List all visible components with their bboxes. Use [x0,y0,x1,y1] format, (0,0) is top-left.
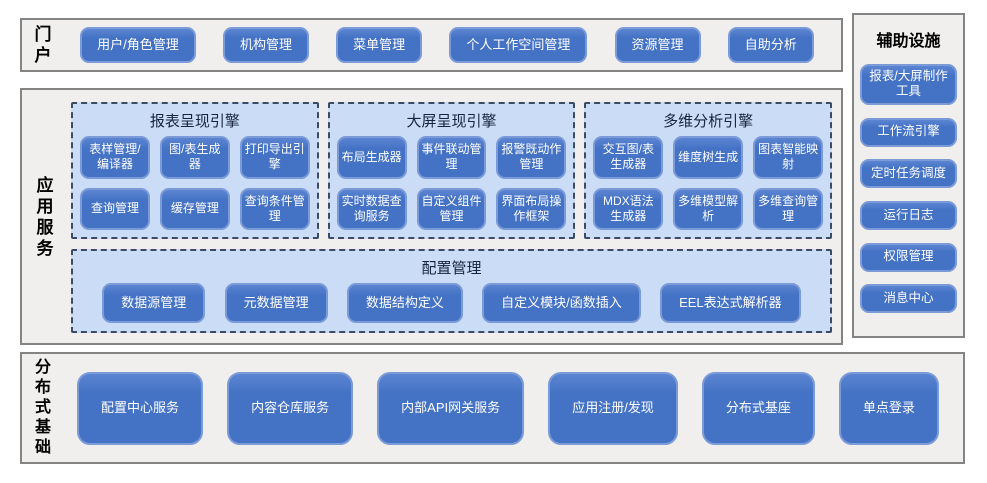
portal-section-label: 门户 [34,25,52,65]
btn-multidim-model-parsing[interactable]: 多维模型解析 [673,187,744,230]
portal-button-user-role-mgmt[interactable]: 用户/角色管理 [80,27,196,63]
btn-ui-layout-operation-framework[interactable]: 界面布局操作框架 [496,187,567,230]
application-services-content: 报表呈现引擎 表样管理/编译器 图/表生成器 打印导出引擎 查询管理 缓存管理 … [55,90,841,343]
btn-dimension-tree-generation[interactable]: 维度树生成 [673,136,744,179]
btn-alarm-action-mgmt[interactable]: 报警既动作管理 [496,136,567,179]
multidim-analysis-engine-title: 多维分析引擎 [663,113,754,130]
bigscreen-engine-grid: 布局生成器 事件联动管理 报警既动作管理 实时数据查询服务 自定义组件管理 界面… [336,136,567,230]
btn-run-log[interactable]: 运行日志 [860,200,957,230]
btn-print-export-engine[interactable]: 打印导出引擎 [239,136,310,179]
portal-button-resource-mgmt[interactable]: 资源管理 [614,27,701,63]
btn-data-structure-definition[interactable]: 数据结构定义 [346,283,463,323]
report-presentation-engine-title: 报表呈现引擎 [149,113,240,130]
bigscreen-presentation-engine-title: 大屏呈现引擎 [406,113,497,130]
btn-event-linkage-mgmt[interactable]: 事件联动管理 [416,136,487,179]
btn-message-center[interactable]: 消息中心 [860,284,957,314]
auxiliary-facilities-section: 辅助设施 报表/大屏制作工具 工作流引擎 定时任务调度 运行日志 权限管理 消息… [852,13,965,338]
btn-distributed-base[interactable]: 分布式基座 [701,371,815,445]
portal-button-personal-workspace-mgmt[interactable]: 个人工作空间管理 [449,27,588,63]
engines-row: 报表呈现引擎 表样管理/编译器 图/表生成器 打印导出引擎 查询管理 缓存管理 … [71,102,833,239]
auxiliary-buttons-column: 报表/大屏制作工具 工作流引擎 定时任务调度 运行日志 权限管理 消息中心 [854,51,963,326]
multidim-analysis-engine-box: 多维分析引擎 交互图/表生成器 维度树生成 图表智能映射 MDX语法生成器 多维… [584,102,833,239]
portal-section: 门户 用户/角色管理 机构管理 菜单管理 个人工作空间管理 资源管理 自助分析 [20,18,843,72]
btn-query-condition-mgmt[interactable]: 查询条件管理 [239,187,310,230]
btn-custom-module-function-insert[interactable]: 自定义模块/函数插入 [482,283,641,323]
portal-button-org-mgmt[interactable]: 机构管理 [222,27,309,63]
config-mgmt-title: 配置管理 [421,260,482,277]
auxiliary-facilities-title: 辅助设施 [876,33,941,50]
btn-custom-component-mgmt[interactable]: 自定义组件管理 [416,187,487,230]
btn-internal-api-gateway-service[interactable]: 内部API网关服务 [377,371,525,445]
btn-scheduled-task-scheduling[interactable]: 定时任务调度 [860,159,957,189]
btn-eel-expression-parser[interactable]: EEL表达式解析器 [660,283,801,323]
btn-realtime-data-query-service[interactable]: 实时数据查询服务 [336,187,407,230]
btn-config-center-service[interactable]: 配置中心服务 [77,371,204,445]
btn-permission-mgmt[interactable]: 权限管理 [860,242,957,272]
btn-metadata-mgmt[interactable]: 元数据管理 [224,283,328,323]
btn-cache-mgmt[interactable]: 缓存管理 [159,187,230,230]
portal-buttons-row: 用户/角色管理 机构管理 菜单管理 个人工作空间管理 资源管理 自助分析 [53,27,841,63]
btn-single-sign-on[interactable]: 单点登录 [838,371,939,445]
btn-app-registration-discovery[interactable]: 应用注册/发现 [548,371,678,445]
btn-report-style-mgmt-compiler[interactable]: 表样管理/编译器 [80,136,150,179]
btn-chart-smart-mapping[interactable]: 图表智能映射 [753,136,824,179]
btn-datasource-mgmt[interactable]: 数据源管理 [102,283,206,323]
btn-layout-generator[interactable]: 布局生成器 [336,136,407,179]
config-mgmt-box: 配置管理 数据源管理 元数据管理 数据结构定义 自定义模块/函数插入 EEL表达… [71,249,832,333]
btn-report-bigscreen-authoring-tool[interactable]: 报表/大屏制作工具 [860,63,957,105]
portal-button-self-service-analysis[interactable]: 自助分析 [727,27,814,63]
foundation-buttons-row: 配置中心服务 内容仓库服务 内部API网关服务 应用注册/发现 分布式基座 单点… [53,371,963,445]
btn-mdx-syntax-generator[interactable]: MDX语法生成器 [593,187,664,230]
btn-interactive-chart-generator[interactable]: 交互图/表生成器 [593,136,664,179]
btn-query-mgmt[interactable]: 查询管理 [80,187,150,230]
multidim-engine-grid: 交互图/表生成器 维度树生成 图表智能映射 MDX语法生成器 多维模型解析 多维… [593,136,824,230]
btn-workflow-engine[interactable]: 工作流引擎 [860,117,957,147]
btn-content-repository-service[interactable]: 内容仓库服务 [227,371,354,445]
report-presentation-engine-box: 报表呈现引擎 表样管理/编译器 图/表生成器 打印导出引擎 查询管理 缓存管理 … [71,102,319,239]
portal-button-menu-mgmt[interactable]: 菜单管理 [336,27,423,63]
btn-multidim-query-mgmt[interactable]: 多维查询管理 [753,187,824,230]
bigscreen-presentation-engine-box: 大屏呈现引擎 布局生成器 事件联动管理 报警既动作管理 实时数据查询服务 自定义… [327,102,576,239]
report-engine-grid: 表样管理/编译器 图/表生成器 打印导出引擎 查询管理 缓存管理 查询条件管理 [80,136,310,230]
distributed-foundation-label: 分布式基础 [34,359,51,456]
config-buttons-row: 数据源管理 元数据管理 数据结构定义 自定义模块/函数插入 EEL表达式解析器 [83,283,820,323]
application-services-label: 应用服务 [36,175,54,258]
distributed-foundation-section: 分布式基础 配置中心服务 内容仓库服务 内部API网关服务 应用注册/发现 分布… [20,352,965,464]
btn-chart-table-generator[interactable]: 图/表生成器 [159,136,230,179]
application-services-section: 应用服务 报表呈现引擎 表样管理/编译器 图/表生成器 打印导出引擎 查询管理 … [20,88,843,345]
